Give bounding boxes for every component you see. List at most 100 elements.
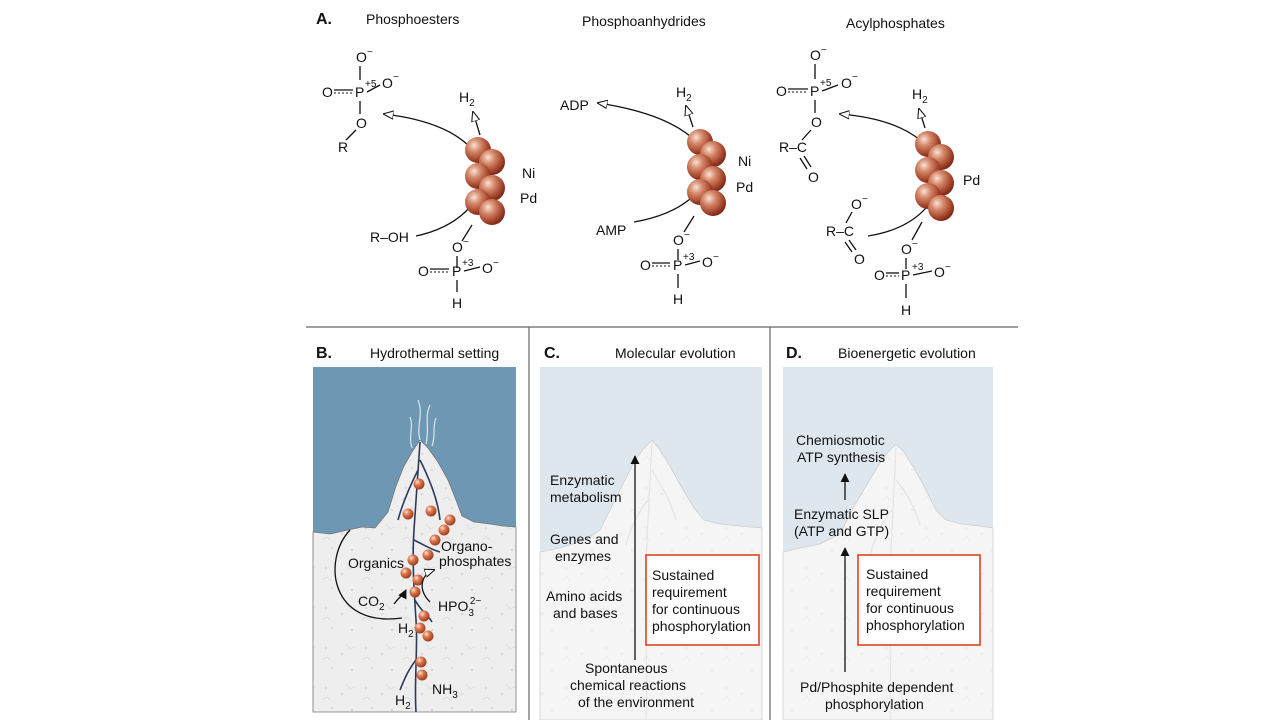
phosphoesters-column: Phosphoesters O − O P +5 O − O R [322, 11, 537, 311]
phosphite-p-ox: +3 [683, 252, 695, 263]
phosphite-o-right: O [934, 264, 945, 280]
box-c-line-3: for continuous [652, 601, 740, 617]
box-d-line-2: requirement [866, 583, 941, 599]
phosphite-o-top-charge: − [463, 237, 469, 248]
label-h2-mid: H2 [398, 620, 414, 640]
label-organo: Organo- [441, 538, 493, 554]
co2-to-organics-arc [334, 529, 403, 620]
phosphite-o-top: O [901, 241, 912, 257]
label-h2-bottom: H2 [395, 692, 411, 712]
panel-d: D. Bioenergetic evolution Chemiosmotic A… [782, 345, 994, 720]
acylphosphates-column: Acylphosphates O − O P +5 O − O R–C O [776, 15, 980, 318]
panel-b-letter: B. [316, 345, 332, 362]
mineral-sphere [422, 630, 434, 642]
mid-d-line-2: (ATP and GTP) [794, 523, 889, 539]
mineral-sphere [414, 622, 426, 634]
vent-plumes [409, 399, 437, 449]
carboxylate-o-carbonyl: O [854, 251, 865, 267]
carboxylate-substrate: O − R–C O [826, 194, 868, 267]
phosphite-o-left: O [418, 263, 429, 279]
phosphite-o-top-charge: − [912, 239, 918, 250]
phosphite-o-right-charge: − [713, 252, 719, 263]
co2-reduction-arrow [393, 589, 407, 605]
ester-r: R [338, 139, 348, 155]
box-d-line-4: phosphorylation [866, 617, 965, 633]
acyl-o-carbonyl: O [808, 169, 819, 185]
ester-substrate: R–OH [370, 229, 409, 245]
phosphite-structure-3: O − O P +3 O − H [874, 239, 951, 318]
ni-pd-cluster-2 [687, 129, 726, 216]
sustained-requirement-box-d [857, 554, 981, 646]
metal-sphere [928, 195, 954, 221]
panel-b-title: Hydrothermal setting [370, 345, 499, 361]
ester-h2: H2 [459, 89, 475, 109]
panel-c: C. Molecular evolution Enzymatic metabol… [539, 345, 763, 720]
mineral-sphere [418, 610, 430, 622]
step-enzymatic-2: metabolism [550, 489, 622, 505]
base-c-line-2: chemical reactions [570, 677, 686, 693]
anhydride-product: ADP [560, 97, 589, 113]
phosphite-o-right: O [482, 260, 493, 276]
ester-p-ox: +5 [365, 79, 377, 90]
ester-o-top: O [356, 49, 367, 65]
mineral-sphere [400, 567, 412, 579]
phosphoanhydrides-title: Phosphoanhydrides [582, 13, 706, 29]
label-phosphates: phosphates [439, 553, 511, 569]
mineral-sphere [409, 586, 421, 598]
panel-a-letter: A. [316, 11, 332, 28]
step-genes-1: Genes and [550, 531, 619, 547]
acyl-h2: H2 [912, 86, 928, 106]
top-d-line-1: Chemiosmotic [796, 432, 885, 448]
phosphite-to-organophosphate-arc [421, 570, 434, 603]
acyl-o-link: O [811, 114, 822, 130]
ester-o-bridge: O [356, 115, 367, 131]
acyl-o-top-charge: − [821, 45, 827, 56]
phosphite-h: H [901, 302, 911, 318]
box-c-line-4: phosphorylation [652, 618, 751, 634]
ester-p: P [355, 84, 364, 100]
label-co2: CO2 [358, 593, 385, 613]
acyl-o-left: O [776, 83, 787, 99]
phosphite-h: H [673, 291, 683, 307]
step-genes-2: enzymes [555, 548, 611, 564]
acyl-metal-pd: Pd [963, 172, 980, 188]
phosphite-structure-1: O − O P +3 O − H [418, 237, 499, 311]
phosphoanhydrides-column: Phosphoanhydrides ADP AMP H2 Ni Pd O − [560, 13, 753, 307]
mineral-spheres [400, 478, 456, 681]
phosphite-structure-2: O − O P +3 O − H [640, 230, 719, 307]
mineral-sphere [425, 505, 437, 517]
carboxylate-r-c: R–C [826, 223, 854, 239]
box-c-line-1: Sustained [652, 567, 714, 583]
metal-sphere [700, 190, 726, 216]
acyl-o-right-charge: − [852, 72, 858, 83]
mineral-sphere [422, 549, 434, 561]
mineral-sphere [444, 514, 456, 526]
step-amino-1: Amino acids [546, 588, 622, 604]
ester-o-right-charge: − [393, 72, 399, 83]
mineral-sphere [415, 656, 427, 668]
anhydride-substrate: AMP [596, 222, 626, 238]
top-d-line-2: ATP synthesis [797, 449, 885, 465]
box-c-line-2: requirement [652, 584, 727, 600]
mid-d-line-1: Enzymatic SLP [794, 506, 889, 522]
box-d-line-1: Sustained [866, 566, 928, 582]
acyl-r-c: R–C [779, 139, 807, 155]
phosphite-p: P [452, 263, 461, 279]
mineral-sphere [438, 524, 450, 536]
anhydride-metal-pd: Pd [736, 179, 753, 195]
panel-c-title: Molecular evolution [615, 345, 736, 361]
acyl-p-ox: +5 [820, 78, 832, 89]
ester-o-top-charge: − [367, 47, 373, 58]
carboxylate-o-minus: O [851, 196, 862, 212]
metal-sphere [479, 199, 505, 225]
acyl-o-top: O [810, 47, 821, 63]
phosphite-o-right: O [702, 254, 713, 270]
step-amino-2: and bases [553, 605, 618, 621]
carboxylate-o-charge: − [862, 194, 868, 205]
mineral-sphere [429, 534, 441, 546]
panel-d-letter: D. [786, 345, 802, 362]
phosphoester-structure: O − O P +5 O − O R [322, 47, 399, 155]
pd-cluster-3 [915, 131, 954, 221]
sustained-requirement-box-c [645, 554, 760, 646]
